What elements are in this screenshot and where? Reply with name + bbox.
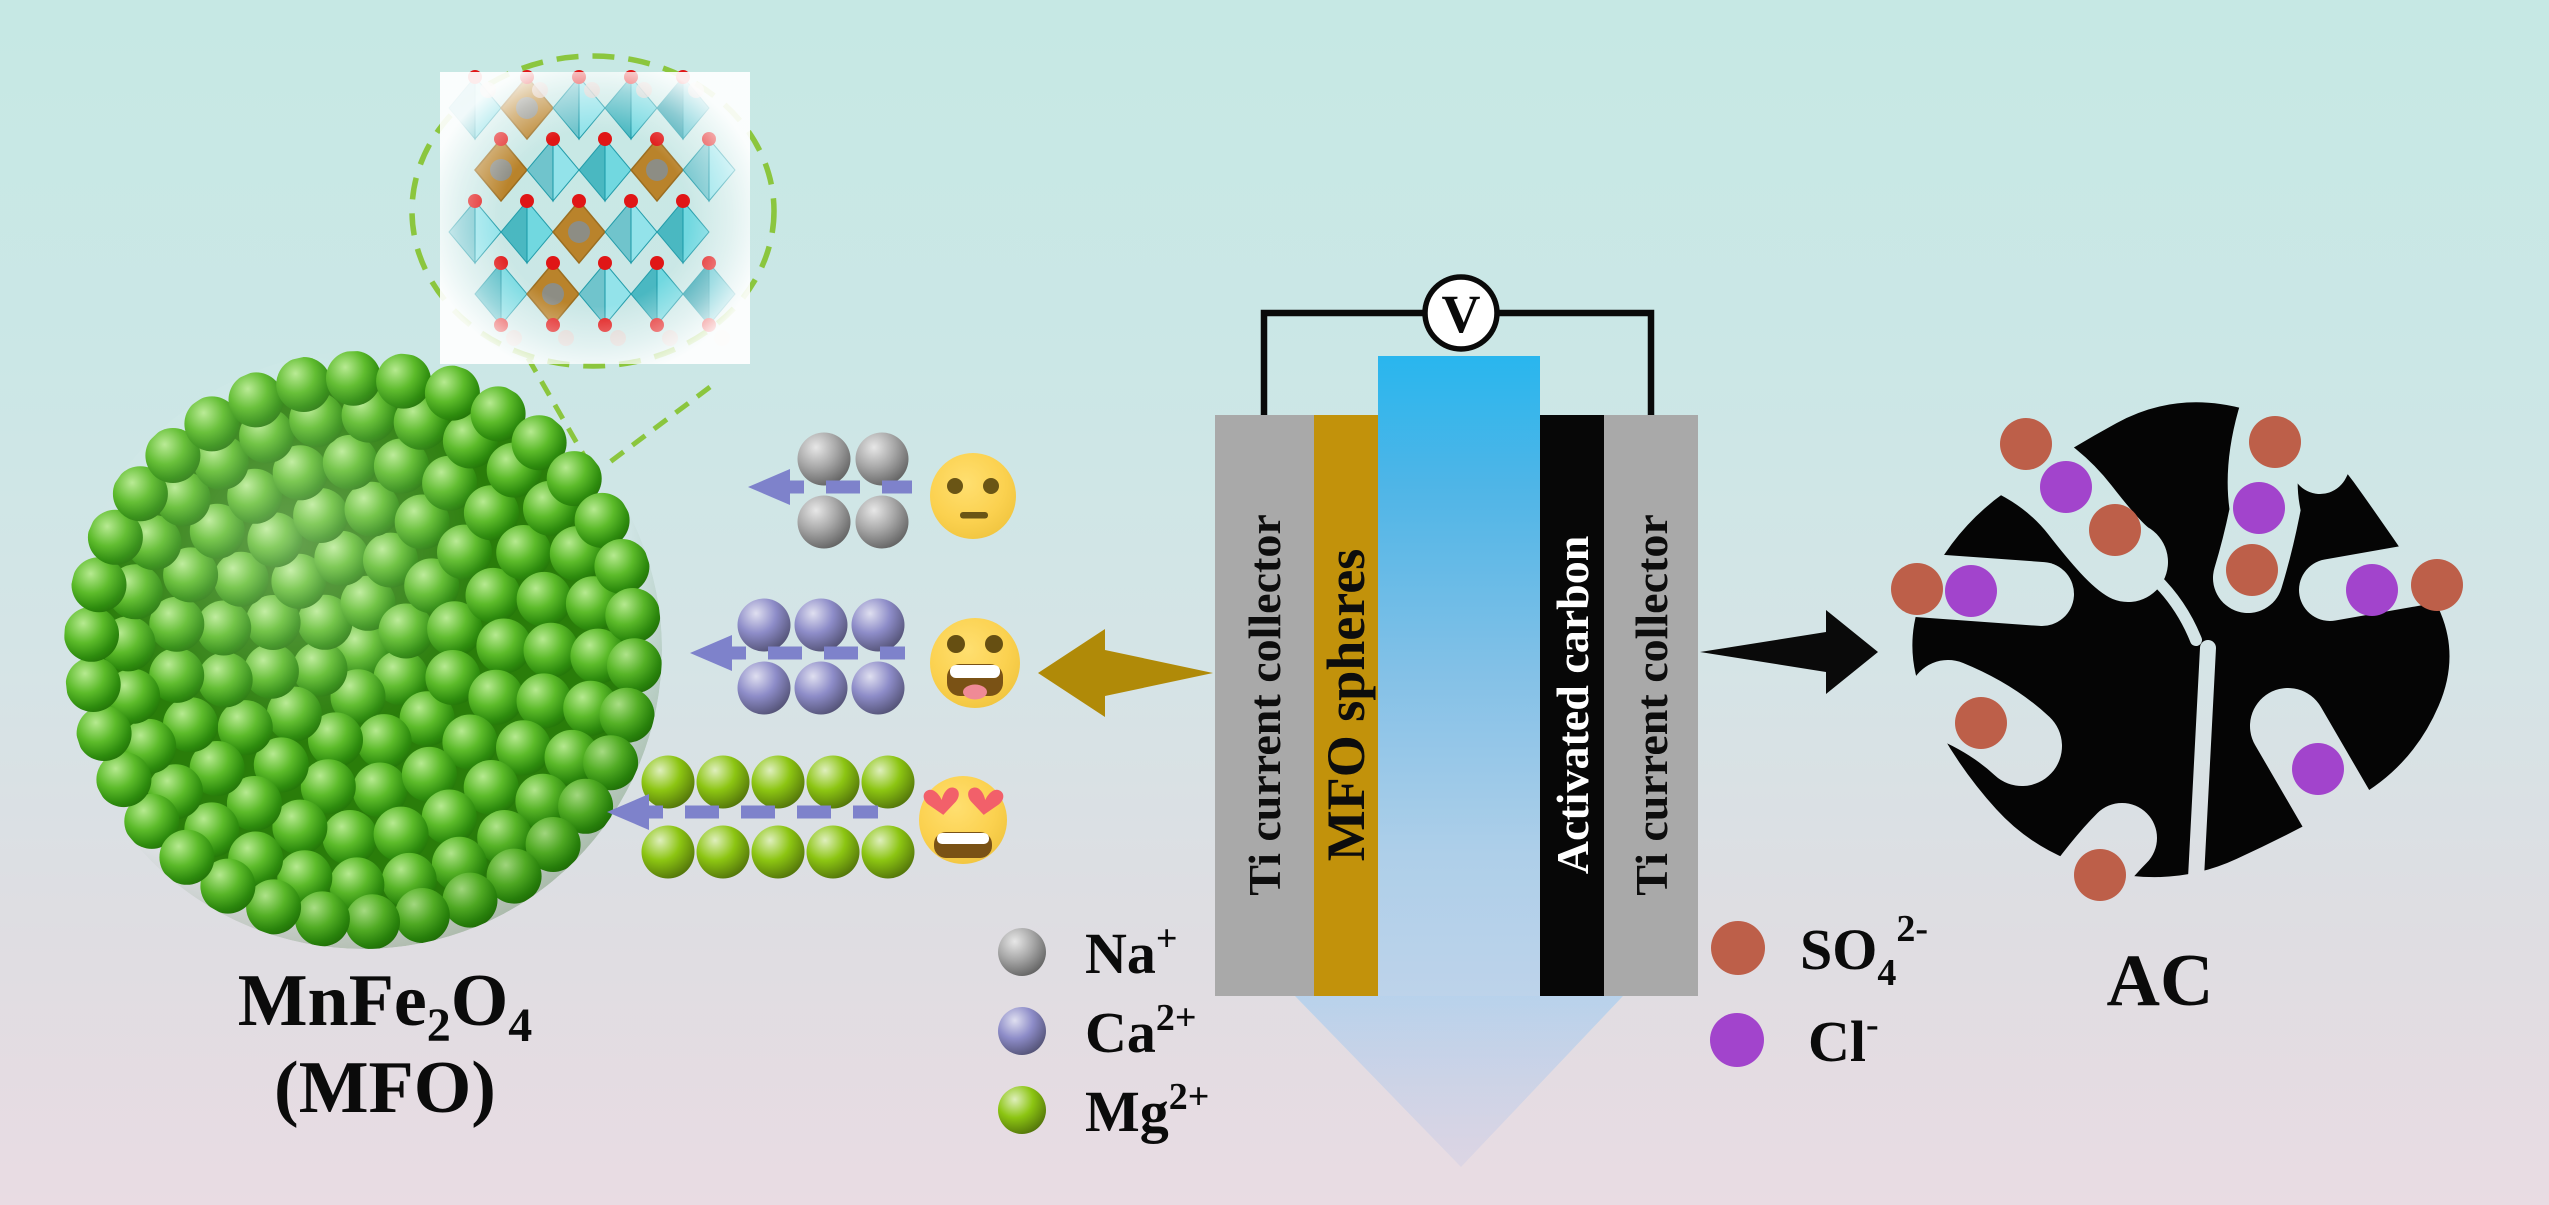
crystal-callout bbox=[409, 53, 777, 470]
chloride-legend-label: Cl- bbox=[1808, 1004, 1879, 1074]
crystal-fog bbox=[440, 72, 750, 364]
chloride-legend-swatch bbox=[1710, 1013, 1764, 1067]
bar-ti-right-label: Ti current collector bbox=[1626, 514, 1677, 896]
adsorbed-anions bbox=[1891, 416, 2463, 901]
ca-legend-label: Ca2+ bbox=[1085, 997, 1197, 1065]
ac-structure bbox=[1870, 371, 2463, 940]
water-channel bbox=[1378, 356, 1540, 996]
bar-mfo-spheres bbox=[1314, 415, 1378, 996]
na-flow-arrowhead bbox=[748, 469, 790, 505]
na-legend-swatch bbox=[998, 928, 1046, 976]
callout-tail-right bbox=[600, 385, 712, 470]
bar-ti-collector-left bbox=[1215, 415, 1314, 996]
na-ion-row bbox=[748, 432, 912, 549]
heart-eyes-face-icon bbox=[919, 776, 1007, 864]
callout-bubble-outline bbox=[409, 53, 777, 369]
bar-ac-label: Activated carbon bbox=[1547, 536, 1598, 875]
ca-ion-cluster bbox=[737, 598, 905, 715]
mg-ion-cluster bbox=[641, 755, 915, 879]
mfo-nanosphere bbox=[64, 351, 662, 949]
mg-legend-label: Mg2+ bbox=[1085, 1076, 1209, 1144]
mfo-formula-label: MnFe2O4 bbox=[238, 960, 533, 1052]
sulfate-legend-swatch bbox=[1711, 921, 1765, 975]
bar-mfo-label: MFO spheres bbox=[1316, 549, 1376, 861]
sulfate-legend-label: SO42- bbox=[1800, 908, 1928, 994]
voltmeter: V bbox=[1422, 274, 1500, 352]
na-legend-label: Na+ bbox=[1085, 918, 1178, 986]
mfo-sphere-shading bbox=[64, 351, 662, 949]
bar-ti-collector-right bbox=[1604, 415, 1698, 996]
to-mfo-arrow bbox=[1038, 629, 1213, 717]
bar-activated-carbon bbox=[1540, 415, 1604, 996]
cdi-cell: Ti current collector MFO spheres Activat… bbox=[1215, 274, 1698, 1167]
mg-flow-arrowhead bbox=[607, 794, 649, 830]
callout-tail-left bbox=[525, 356, 593, 468]
grinning-face-icon bbox=[930, 618, 1020, 708]
mfo-alias-label: (MFO) bbox=[274, 1047, 496, 1129]
bar-ti-left-label: Ti current collector bbox=[1239, 514, 1290, 896]
mg-ion-row bbox=[607, 755, 915, 879]
ca-flow-arrowhead bbox=[690, 635, 732, 671]
voltmeter-label: V bbox=[1442, 284, 1481, 344]
to-ac-arrow bbox=[1700, 610, 1878, 694]
voltmeter-dial bbox=[1422, 274, 1500, 352]
ca-ion-row bbox=[690, 598, 905, 715]
mg-legend-swatch bbox=[998, 1086, 1046, 1134]
legend-anions: SO42- Cl- bbox=[1710, 908, 1928, 1074]
na-ion-cluster bbox=[797, 432, 909, 549]
ac-label: AC bbox=[2107, 940, 2214, 1022]
ca-legend-swatch bbox=[998, 1007, 1046, 1055]
legend-cations: Na+ Ca2+ Mg2+ bbox=[998, 918, 1209, 1144]
water-outflow-arrow bbox=[1295, 996, 1623, 1167]
neutral-face-icon bbox=[930, 453, 1016, 539]
